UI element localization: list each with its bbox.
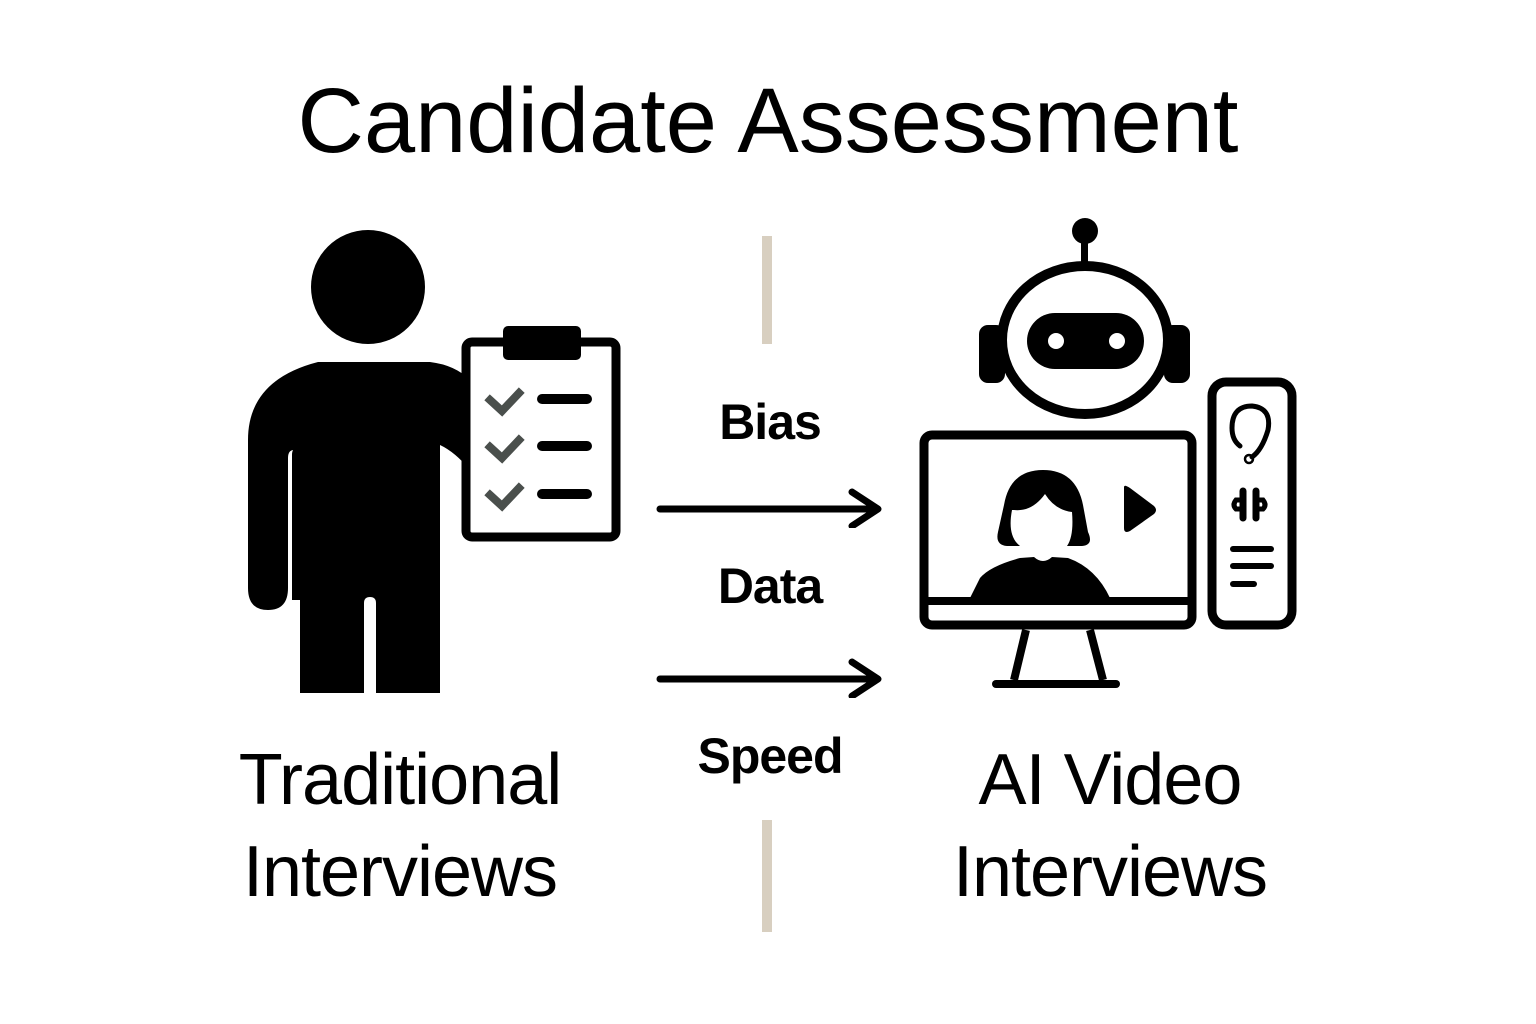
checkmark-icon bbox=[484, 434, 525, 464]
label-line: AI Video bbox=[978, 740, 1243, 820]
person-icon bbox=[248, 230, 470, 693]
factor-data: Data bbox=[717, 558, 823, 614]
arrow-right-icon bbox=[656, 488, 882, 528]
ai-video-interview-icon bbox=[919, 218, 1297, 688]
factor-bias: Bias bbox=[719, 394, 822, 450]
label-traditional-interviews: Traditional Interviews bbox=[180, 734, 620, 918]
waveform-icon bbox=[1231, 487, 1268, 522]
person-with-clipboard-icon bbox=[248, 230, 621, 693]
play-icon bbox=[1124, 485, 1156, 532]
ear-icon bbox=[1229, 403, 1272, 460]
checkmark-icon bbox=[484, 482, 525, 512]
person-avatar-icon bbox=[970, 470, 1110, 598]
side-panel-icon bbox=[1207, 377, 1297, 630]
video-monitor-icon bbox=[919, 430, 1197, 688]
factor-speed: Speed bbox=[697, 728, 843, 784]
checkmark-icon bbox=[484, 387, 525, 417]
label-line: Traditional bbox=[238, 740, 563, 820]
robot-head-icon bbox=[979, 218, 1190, 419]
center-divider-bottom bbox=[762, 820, 772, 932]
label-line: Interviews bbox=[952, 832, 1268, 912]
text-lines-icon bbox=[1230, 546, 1274, 587]
clipboard-icon bbox=[461, 326, 621, 542]
label-line: Interviews bbox=[242, 832, 558, 912]
label-ai-video-interviews: AI Video Interviews bbox=[890, 734, 1330, 918]
diagram-title: Candidate Assessment bbox=[297, 70, 1239, 172]
center-divider-top bbox=[762, 236, 772, 344]
arrow-right-icon bbox=[656, 658, 882, 698]
